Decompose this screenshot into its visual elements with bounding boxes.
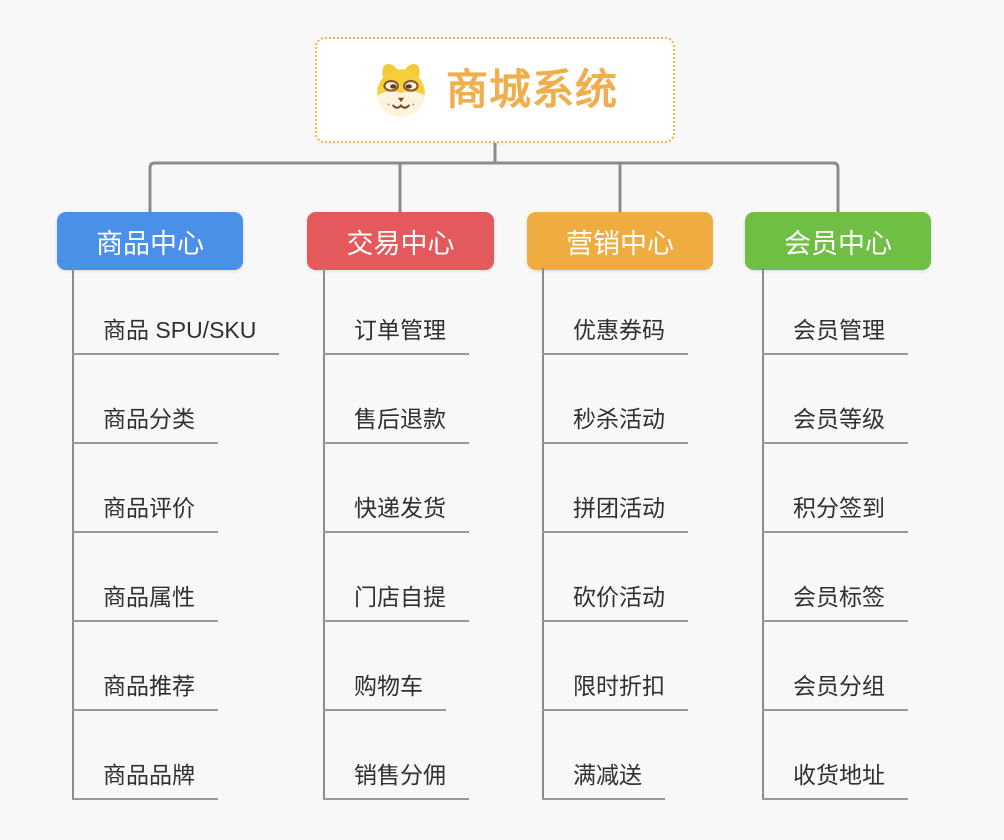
child-node[interactable]: 秒杀活动 (542, 355, 688, 444)
child-node[interactable]: 优惠券码 (542, 266, 688, 355)
root-title: 商城系统 (445, 66, 618, 113)
center-node-member[interactable]: 会员中心 (745, 212, 931, 270)
child-node[interactable]: 门店自提 (323, 533, 469, 622)
child-node[interactable]: 拼团活动 (542, 444, 688, 533)
branch-line (148, 161, 840, 212)
children-column-product: 商品 SPU/SKU 商品分类 商品评价 商品属性 商品推荐 商品品牌 (72, 266, 280, 800)
doge-icon (372, 61, 430, 119)
child-node[interactable]: 会员管理 (762, 266, 908, 355)
column-trunk-line (542, 268, 544, 800)
root-node[interactable]: 商城系统 (315, 37, 675, 143)
child-node[interactable]: 满减送 (542, 711, 665, 800)
center-node-trade[interactable]: 交易中心 (307, 212, 494, 270)
child-node[interactable]: 售后退款 (323, 355, 469, 444)
column-trunk-line (323, 268, 325, 800)
child-node[interactable]: 购物车 (323, 622, 446, 711)
child-node[interactable]: 会员标签 (762, 533, 908, 622)
child-node[interactable]: 商品分类 (72, 355, 218, 444)
child-node[interactable]: 销售分佣 (323, 711, 469, 800)
center-node-product[interactable]: 商品中心 (57, 212, 243, 270)
child-node[interactable]: 积分签到 (762, 444, 908, 533)
child-node[interactable]: 收货地址 (762, 711, 908, 800)
child-node[interactable]: 商品属性 (72, 533, 218, 622)
child-node[interactable]: 快递发货 (323, 444, 469, 533)
child-node[interactable]: 订单管理 (323, 266, 469, 355)
child-node[interactable]: 商品品牌 (72, 711, 218, 800)
children-column-member: 会员管理 会员等级 积分签到 会员标签 会员分组 收货地址 (762, 266, 908, 800)
child-node[interactable]: 商品推荐 (72, 622, 218, 711)
children-column-marketing: 优惠券码 秒杀活动 拼团活动 砍价活动 限时折扣 满减送 (542, 266, 688, 800)
children-column-trade: 订单管理 售后退款 快递发货 门店自提 购物车 销售分佣 (323, 266, 469, 800)
child-node[interactable]: 商品评价 (72, 444, 218, 533)
child-node[interactable]: 限时折扣 (542, 622, 688, 711)
column-trunk-line (72, 268, 74, 800)
child-node[interactable]: 会员等级 (762, 355, 908, 444)
child-node[interactable]: 商品 SPU/SKU (72, 266, 280, 355)
column-trunk-line (762, 268, 764, 800)
child-node[interactable]: 砍价活动 (542, 533, 688, 622)
child-node[interactable]: 会员分组 (762, 622, 908, 711)
center-node-marketing[interactable]: 营销中心 (527, 212, 713, 270)
